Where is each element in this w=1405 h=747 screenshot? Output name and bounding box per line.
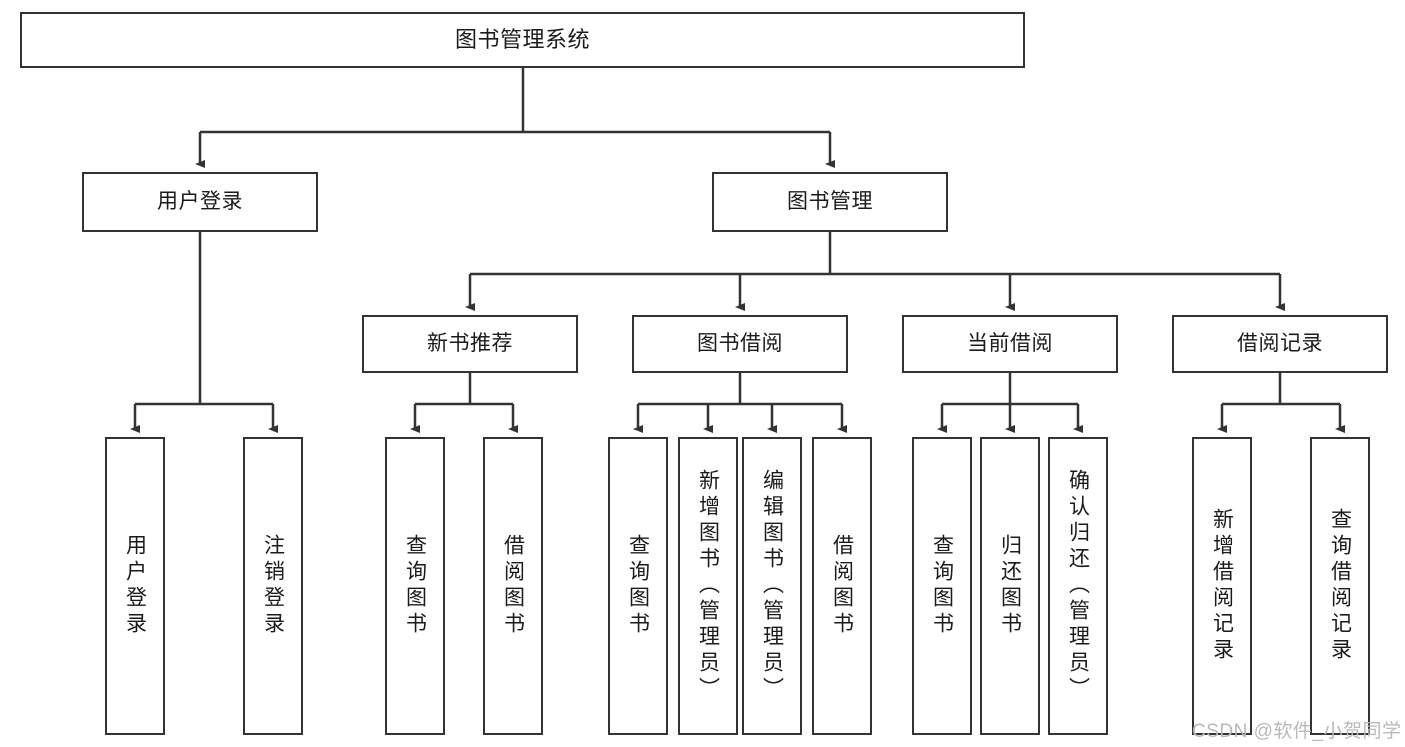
- leaf-current-borrow-confirm-return[interactable]: 确认归还（管理员）: [1048, 437, 1108, 735]
- node-label: 注销登录: [261, 534, 285, 638]
- node-label: 图书管理系统: [454, 27, 590, 53]
- node-label: 图书管理: [787, 189, 873, 213]
- leaf-new-book-borrow-book[interactable]: 借阅图书: [483, 437, 543, 735]
- leaf-current-borrow-return-book[interactable]: 归还图书: [980, 437, 1040, 735]
- node-root-system[interactable]: 图书管理系统: [20, 12, 1025, 68]
- node-new-book-recommend[interactable]: 新书推荐: [362, 315, 578, 373]
- node-label: 用户登录: [123, 534, 147, 638]
- node-label: 新增借阅记录: [1210, 508, 1234, 664]
- leaf-book-borrow-borrow-book[interactable]: 借阅图书: [812, 437, 872, 735]
- node-label: 借阅图书: [830, 534, 854, 638]
- leaf-new-book-query-book[interactable]: 查询图书: [385, 437, 445, 735]
- node-label: 新增图书（管理员）: [696, 469, 720, 703]
- node-current-borrow[interactable]: 当前借阅: [902, 315, 1118, 373]
- node-label: 借阅图书: [501, 534, 525, 638]
- node-label: 查询图书: [626, 534, 650, 638]
- node-label: 查询图书: [403, 534, 427, 638]
- leaf-user-login-login[interactable]: 用户登录: [105, 437, 165, 735]
- node-label: 查询借阅记录: [1328, 508, 1352, 664]
- leaf-book-borrow-query-book[interactable]: 查询图书: [608, 437, 668, 735]
- node-label: 图书借阅: [697, 331, 783, 355]
- node-label: 编辑图书（管理员）: [760, 469, 784, 703]
- node-label: 确认归还（管理员）: [1066, 469, 1090, 703]
- node-label: 当前借阅: [967, 331, 1053, 355]
- leaf-borrow-record-add-record[interactable]: 新增借阅记录: [1192, 437, 1252, 735]
- node-book-management[interactable]: 图书管理: [712, 172, 948, 232]
- node-label: 借阅记录: [1237, 331, 1323, 355]
- watermark-text: CSDN @软件_小贺同学: [1192, 721, 1402, 742]
- leaf-book-borrow-edit-book[interactable]: 编辑图书（管理员）: [742, 437, 802, 735]
- node-label: 新书推荐: [427, 331, 513, 355]
- leaf-user-login-logout[interactable]: 注销登录: [243, 437, 303, 735]
- node-borrow-record[interactable]: 借阅记录: [1172, 315, 1388, 373]
- node-label: 查询图书: [930, 534, 954, 638]
- node-book-borrow[interactable]: 图书借阅: [632, 315, 848, 373]
- leaf-book-borrow-add-book[interactable]: 新增图书（管理员）: [678, 437, 738, 735]
- node-label: 用户登录: [157, 189, 243, 213]
- node-label: 归还图书: [998, 534, 1022, 638]
- leaf-borrow-record-query-record[interactable]: 查询借阅记录: [1310, 437, 1370, 735]
- leaf-current-borrow-query-book[interactable]: 查询图书: [912, 437, 972, 735]
- node-user-login[interactable]: 用户登录: [82, 172, 318, 232]
